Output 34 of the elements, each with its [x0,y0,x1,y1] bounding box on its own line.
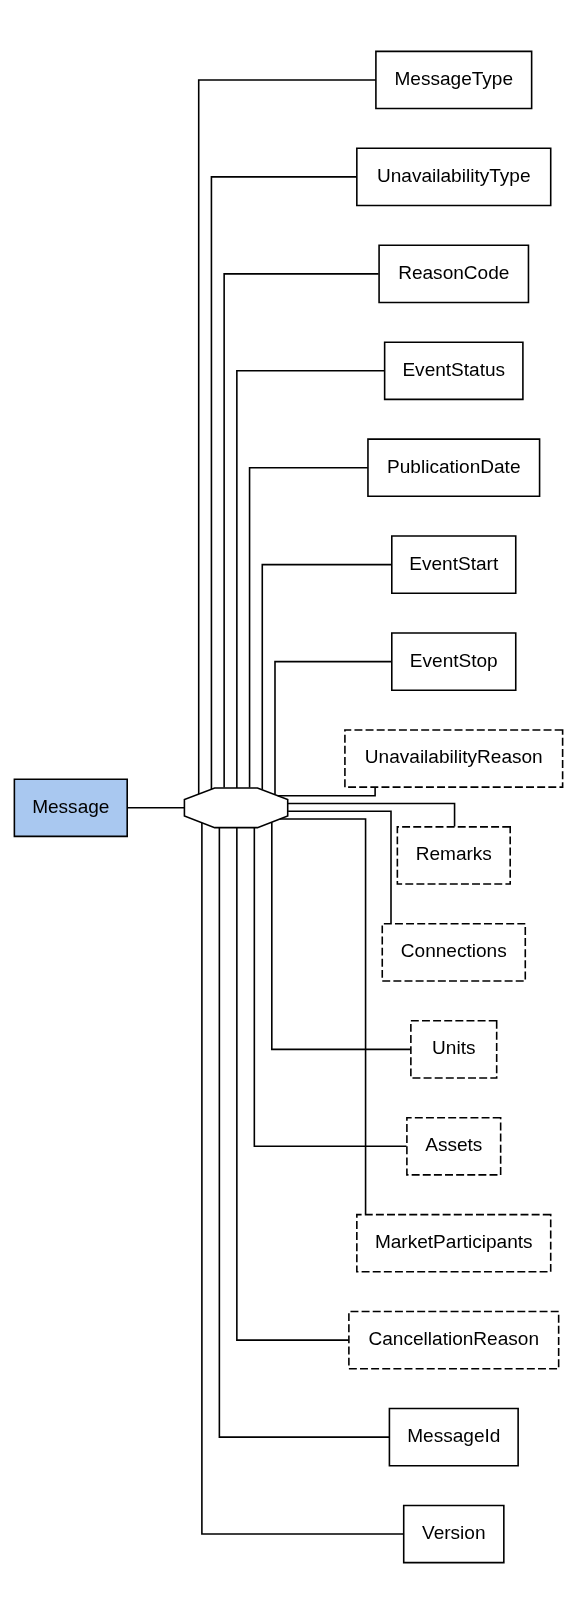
connector [126,806,186,809]
connector [261,563,393,790]
node-box: PublicationDate [367,437,541,497]
connector [279,817,367,1215]
node-box: Assets [406,1116,502,1176]
node-box: MarketParticipants [356,1213,552,1273]
node-box: Units [410,1019,498,1079]
node-box: Version [402,1504,505,1563]
node-box: UnavailabilityReason [344,728,564,788]
node-box: Connections [381,922,527,982]
node-box: MessageId [388,1407,519,1466]
connector [287,810,392,924]
node-box: MessageType [375,50,533,109]
connector [276,786,376,796]
node-box: Remarks [396,825,511,885]
node-box: EventStop [391,631,517,691]
connector [223,272,380,788]
node-box: EventStart [391,534,517,594]
connector [210,175,358,790]
node-octagon [183,786,289,828]
node-box: EventStatus [383,340,524,400]
node-box: CancellationReason [348,1310,560,1370]
connector [248,466,369,788]
node-box: Message [13,777,128,837]
connector [236,826,350,1341]
node-box: UnavailabilityType [356,147,552,206]
connector [236,369,386,789]
connector [201,821,405,1535]
connector [218,826,390,1438]
node-box: ReasonCode [378,243,530,303]
connector [274,660,393,795]
connector [197,78,377,795]
connector [253,826,408,1147]
connector [271,820,412,1050]
